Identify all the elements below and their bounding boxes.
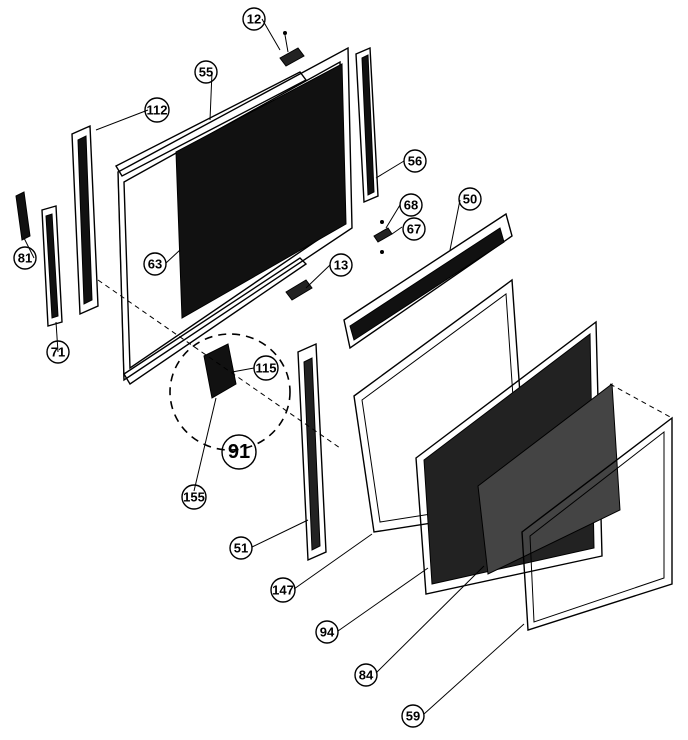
callout-label: 50 [463, 192, 477, 207]
callout-label: 147 [272, 583, 294, 598]
right-side-post-part [355, 46, 379, 204]
callout-label: 56 [408, 154, 422, 169]
callout-155: 155 [181, 484, 207, 510]
callout-112: 112 [144, 97, 170, 123]
callout-label: 59 [406, 709, 420, 724]
callout-label: 51 [234, 541, 248, 556]
outer-frame-part [521, 416, 673, 631]
callout-label: 13 [334, 258, 348, 273]
callout-label: 63 [148, 257, 162, 272]
callout-94: 94 [315, 620, 339, 644]
callout-13: 13 [329, 253, 353, 277]
bottom-rail-part [123, 257, 308, 385]
callout-label: 81 [18, 251, 32, 266]
callout-label: 67 [407, 222, 421, 237]
callout-label: 55 [199, 65, 213, 80]
callout-115: 115 [253, 355, 279, 381]
left-side-post-part [71, 124, 99, 316]
callout-label: 84 [359, 668, 374, 683]
callout-label: 115 [256, 361, 277, 376]
left-channel-part [41, 205, 63, 327]
control-panel-part [343, 212, 513, 350]
callout-51: 51 [229, 536, 253, 560]
callout-50: 50 [458, 187, 482, 211]
side-strip-part [297, 342, 327, 562]
callout-63: 63 [143, 252, 167, 276]
top-rail-part [115, 71, 308, 177]
callout-68: 68 [399, 193, 423, 217]
cabinet-frame-part [117, 46, 353, 382]
small-clip-part [373, 220, 393, 254]
callout-84: 84 [354, 663, 378, 687]
left-handle-part [15, 191, 31, 241]
callout-91: 91 [221, 434, 257, 470]
callout-67: 67 [402, 217, 426, 241]
bottom-bracket-part [285, 279, 313, 301]
callout-label: 71 [51, 345, 65, 360]
callout-label: 12 [247, 12, 261, 27]
leader-lines [23, 18, 525, 715]
callout-56: 56 [403, 149, 427, 173]
callout-label: 112 [147, 103, 168, 118]
support-bracket-part [169, 333, 291, 451]
alignment-lines [97, 279, 673, 449]
top-bracket-part [279, 31, 305, 67]
callout-12: 12 [242, 7, 266, 31]
louver-part [477, 383, 621, 575]
callout-81: 81 [13, 246, 37, 270]
callout-label: 155 [183, 490, 205, 505]
callout-label: 94 [320, 625, 335, 640]
callout-label: 68 [404, 198, 418, 213]
callout-71: 71 [46, 340, 70, 364]
callout-147: 147 [270, 577, 296, 603]
callout-label: 91 [228, 441, 250, 463]
callout-55: 55 [194, 60, 218, 84]
callout-59: 59 [401, 704, 425, 728]
